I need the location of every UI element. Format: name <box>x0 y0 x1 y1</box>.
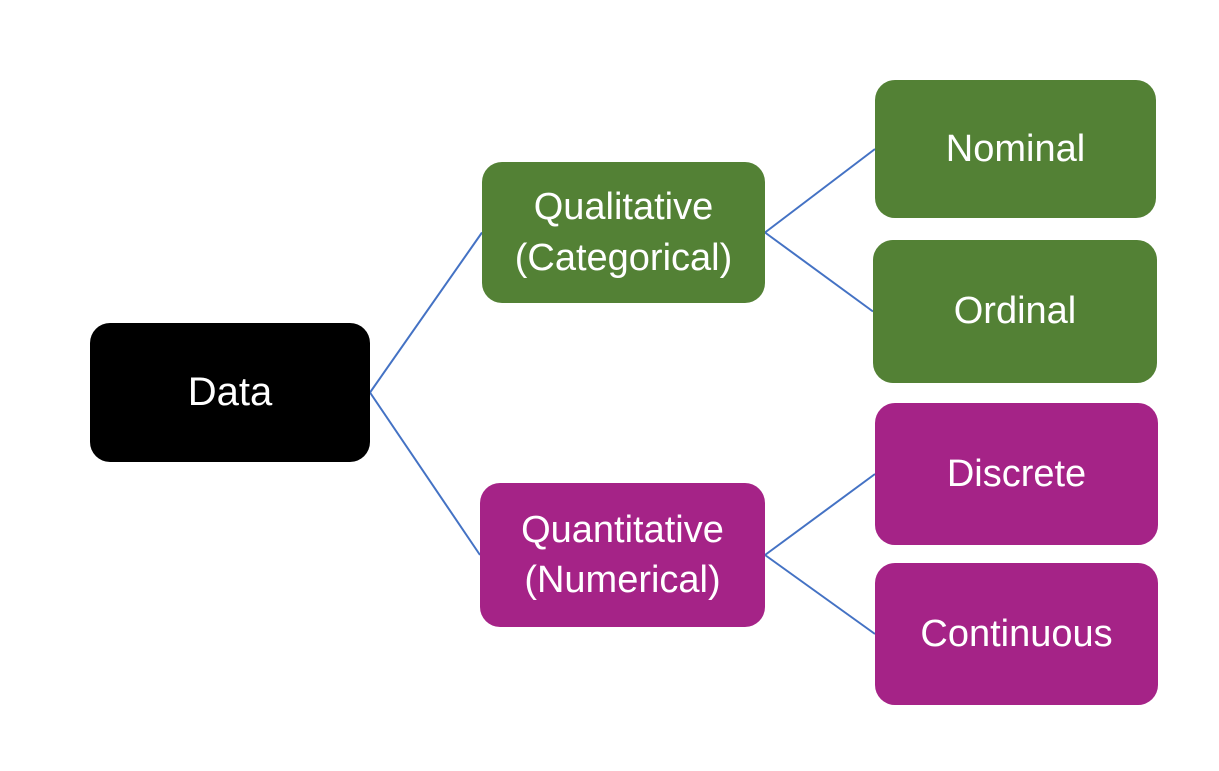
node-ordinal-label: Ordinal <box>953 290 1077 333</box>
node-ordinal: Ordinal <box>873 240 1157 383</box>
node-nominal-label: Nominal <box>945 127 1086 170</box>
connector-root-to-quantitative <box>369 391 481 556</box>
node-continuous: Continuous <box>875 563 1158 705</box>
connector-qualitative-to-nominal <box>764 148 876 234</box>
node-qualitative-label: Qualitative (Categorical) <box>514 186 733 279</box>
node-qualitative-categorical: Qualitative (Categorical) <box>482 162 765 303</box>
node-discrete: Discrete <box>875 403 1158 545</box>
connector-quantitative-to-discrete <box>764 473 876 556</box>
node-nominal: Nominal <box>875 80 1156 218</box>
node-data: Data <box>90 323 370 462</box>
node-discrete-label: Discrete <box>946 452 1087 495</box>
node-continuous-label: Continuous <box>920 612 1113 655</box>
node-quantitative-numerical: Quantitative (Numerical) <box>480 483 765 627</box>
node-data-label: Data <box>187 370 273 415</box>
connector-quantitative-to-continuous <box>764 554 876 635</box>
connector-qualitative-to-ordinal <box>764 231 874 313</box>
connector-root-to-qualitative <box>369 231 483 394</box>
node-quantitative-label: Quantitative (Numerical) <box>521 508 724 601</box>
